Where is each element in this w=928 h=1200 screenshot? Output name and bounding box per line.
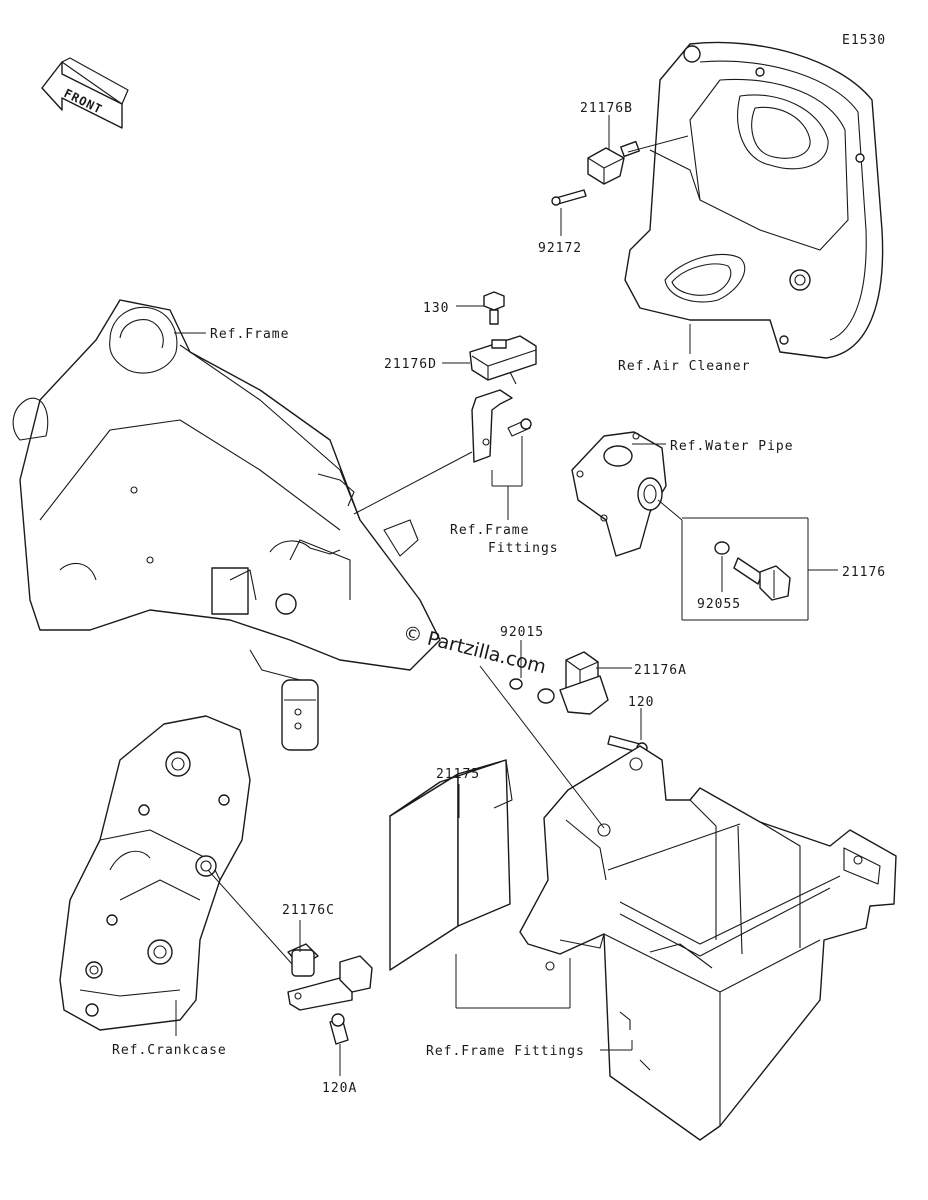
oring-92055 [714,541,730,555]
ref-crankcase-label: Ref.Crankcase [112,1043,227,1058]
ref-frame-fittings-lower-label: Ref.Frame Fittings [426,1044,585,1059]
frame-assembly [12,299,441,751]
bolt-130 [483,291,505,325]
label-92015: 92015 [500,625,544,640]
ref-air-cleaner-label: Ref.Air Cleaner [618,359,750,374]
label-21176d: 21176D [384,357,437,372]
crankcase [59,715,251,1031]
battery-case [519,745,897,1141]
label-130: 130 [423,301,449,316]
ref-water-pipe-label: Ref.Water Pipe [670,439,794,454]
label-21175: 21175 [436,767,480,782]
reference-labels: Ref.Frame Ref.Air Cleaner Ref.Frame Fitt… [112,327,794,1059]
washer-92015 [509,678,523,690]
label-92055: 92055 [697,597,741,612]
ref-frame-fittings-label-line1: Ref.Frame [450,523,529,538]
label-92172: 92172 [538,241,582,256]
water-pipe [571,431,667,557]
ref-frame-label: Ref.Frame [210,327,289,342]
leader-lines [174,115,838,1076]
sensor-21176 [733,557,791,601]
sensor-21176c [287,943,373,1011]
front-arrow-icon: FRONT [41,57,129,129]
diagram-code: E1530 [842,33,886,48]
sensor-21176b [587,140,640,185]
label-120a: 120A [322,1081,357,1096]
label-120: 120 [628,695,654,710]
label-21176c: 21176C [282,903,335,918]
ecu-21175 [389,759,513,971]
ref-frame-fittings-label-line2: Fittings [488,541,559,556]
label-21176a: 21176A [634,663,687,678]
bolt-120a [329,1013,349,1045]
bracket-frame-fittings [471,389,532,463]
sensor-21176a [537,651,609,715]
label-21176b: 21176B [580,101,633,116]
part-labels: 21176B 92172 130 21176D 21176 92055 9201… [282,101,886,1096]
label-21176: 21176 [842,565,886,580]
bolt-92172 [551,189,587,206]
air-cleaner-housing [624,41,884,359]
sensor-21176d [469,335,537,385]
